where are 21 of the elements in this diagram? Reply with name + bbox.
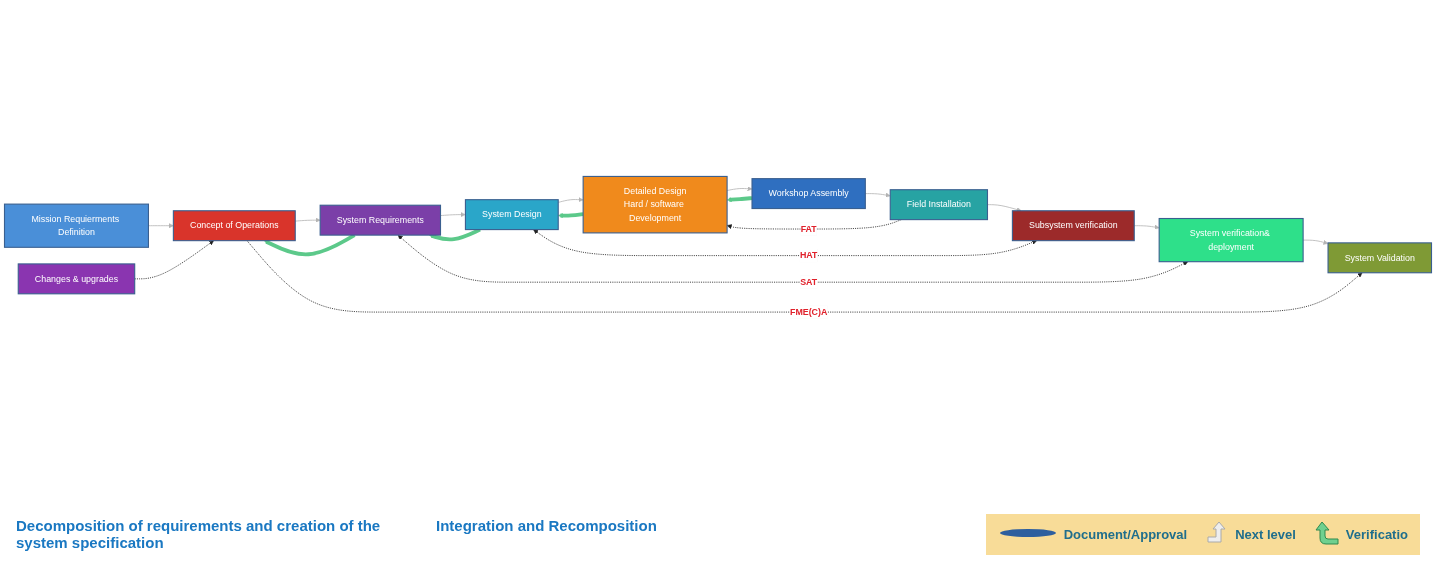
node-box: System Design — [464, 199, 559, 231]
edge-label: SAT — [800, 277, 818, 287]
node-box: Changes & upgrades — [17, 263, 136, 295]
legend-text: Next level — [1235, 526, 1296, 542]
edge-label: FME(C)A — [789, 307, 828, 317]
legend-text: Document/Approval — [1063, 526, 1188, 542]
edge-label: HAT — [799, 250, 818, 260]
legend-text: Verificatio — [1345, 526, 1408, 542]
node-box: Subsystem verification — [1011, 210, 1135, 242]
direction-label: Decomposition of requirements and creation of the system specification — [16, 517, 382, 551]
node-box: Mission Requierments Definition — [3, 203, 149, 248]
node-box: Detailed Design Hard / software Development — [582, 175, 728, 234]
direction-label: Integration and Recomposition — [436, 517, 657, 536]
node-box: System Requirements — [319, 204, 442, 236]
node-box: System Validation — [1327, 242, 1433, 274]
arrow — [558, 212, 584, 218]
node-box: Concept of Operations — [172, 210, 296, 242]
edge-label: FAT — [800, 223, 817, 234]
node-box: Workshop Assembly — [751, 178, 866, 210]
node-box: Field Installation — [889, 189, 989, 221]
node-box: System verification& deployment — [1158, 217, 1304, 263]
